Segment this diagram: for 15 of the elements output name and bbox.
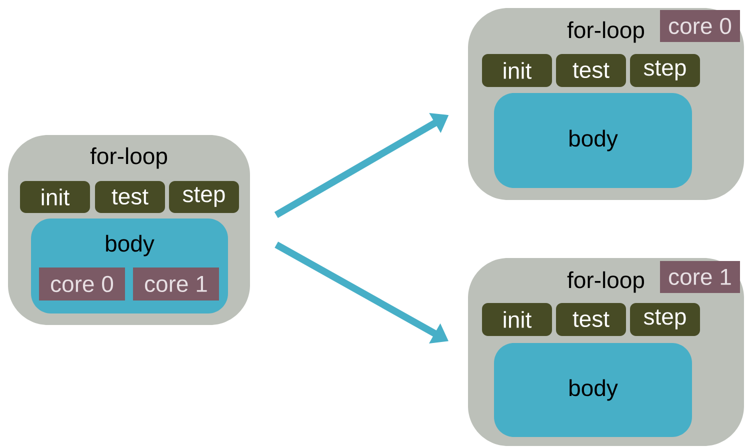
loop-part-box: init	[20, 181, 90, 213]
core-tag: core 0	[660, 10, 740, 42]
loop-part-box: test	[95, 181, 165, 213]
loop-part-box: init	[482, 303, 552, 336]
loop-part-box: init	[482, 54, 552, 87]
core-tag: core 1	[133, 268, 219, 300]
core-tag: core 0	[39, 268, 125, 300]
core-tag: core 1	[660, 261, 740, 293]
loop-part-box: test	[556, 54, 626, 87]
body-box: body	[494, 93, 692, 188]
loop-part-box: step	[630, 303, 700, 336]
loop-part-box: test	[556, 303, 626, 336]
body-box: body	[494, 343, 692, 437]
loop-part-box: step	[169, 181, 239, 213]
loop-part-box: step	[630, 54, 700, 87]
